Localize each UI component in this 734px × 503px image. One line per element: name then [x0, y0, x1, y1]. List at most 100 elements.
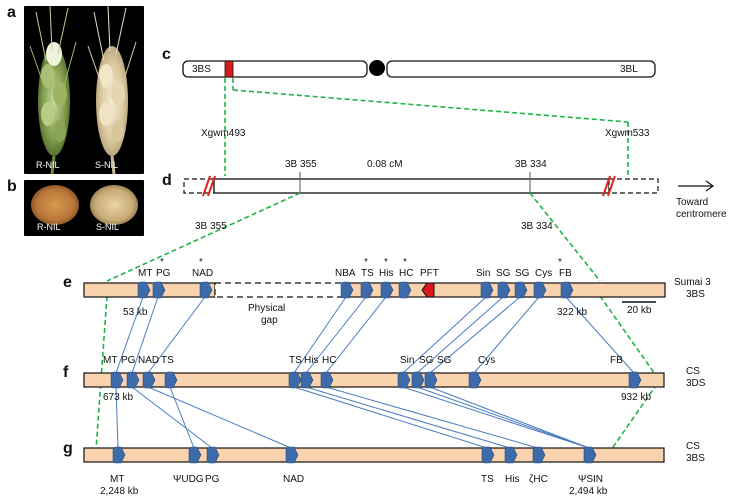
connectors-e-f [115, 296, 635, 374]
track-g-right-gene-label: ΨSIN [578, 474, 604, 485]
gene-g-pg-label: PG [205, 474, 220, 485]
genetic-map-right-extension [608, 178, 659, 194]
star-ts: * [364, 257, 368, 268]
gene-marker-f-sg1 [411, 371, 425, 389]
gene-marker-e-sg2 [514, 281, 528, 299]
centromere-arrow-head [705, 180, 715, 192]
star-pg: * [160, 257, 164, 268]
track-f-right-distance: 932 kb [621, 392, 652, 403]
track-e-left-distance: 53 kb [123, 307, 148, 318]
gene-f-sg1-label: SG [419, 355, 434, 366]
genes-g [112, 446, 597, 464]
gene-marker-g-hc [532, 446, 546, 464]
genetic-map-bar [213, 178, 610, 194]
gene-marker-e-his [380, 281, 394, 299]
gene-f-pg-label: PG [121, 355, 136, 366]
gene-marker-g-ts [481, 446, 495, 464]
gene-marker-f-ts1 [164, 371, 178, 389]
spike-left-label: R-NIL [36, 160, 60, 170]
gene-marker-f-his [300, 371, 314, 389]
gene-g-udg-label: ΨUDG [173, 474, 204, 485]
centromere [369, 60, 385, 76]
gene-marker-f-ts2 [288, 371, 302, 389]
track-g-right-distance: 2,494 kb [569, 486, 608, 497]
genetic-distance-label: 0.08 cM [367, 159, 403, 170]
panel-letter-a: a [7, 4, 16, 21]
zoom-line-d-left [106, 192, 301, 282]
track-e-gap [214, 282, 348, 298]
track-e-name-line2: 3BS [686, 289, 705, 300]
gene-e-fb-label: FB [559, 268, 572, 279]
gene-f-mt-label: MT [103, 355, 118, 366]
gene-e-sg2-label: SG [515, 268, 530, 279]
track-f-left-distance: 673 kb [103, 392, 134, 403]
gene-marker-e-nba [340, 281, 354, 299]
connectors-f-g [115, 386, 590, 449]
track-g [83, 447, 665, 463]
gene-g-ts-label: TS [481, 474, 494, 485]
gene-marker-e-pg [152, 281, 166, 299]
panel-letter-e: e [63, 274, 72, 291]
gene-marker-e-mt [137, 281, 151, 299]
track-g-left-distance: 2,248 kb [100, 486, 139, 497]
gene-marker-f-mt [110, 371, 124, 389]
physical-gap-label-line2: gap [261, 315, 278, 326]
track-f-name-line2: 3DS [686, 378, 706, 389]
gene-marker-e-sg1 [497, 281, 511, 299]
panel-letter-g: g [63, 440, 73, 457]
gene-f-nad-label: NAD [138, 355, 160, 366]
track-f-name-line1: CS [686, 366, 700, 377]
track-g-name-line1: CS [686, 441, 700, 452]
spike-right-label: S-NIL [95, 160, 119, 170]
pft-gene-marker [421, 282, 435, 298]
zoom-line-e-right-upper [599, 295, 658, 378]
gene-marker-g-his [504, 446, 518, 464]
break-mark-left [202, 175, 216, 197]
zoom-line-e-right-lower [610, 383, 658, 451]
gene-marker-f-sin [397, 371, 411, 389]
zoom-line-e-left [95, 295, 108, 451]
gene-marker-g-udg [188, 446, 202, 464]
chromosome-long-arm [386, 60, 656, 78]
gene-e-hc-label: HC [399, 268, 414, 279]
track-e-right-distance: 322 kb [557, 307, 588, 318]
star-fb: * [558, 257, 562, 268]
grain-illustration [31, 185, 138, 225]
zoom-label-right: 3B 334 [521, 221, 553, 232]
track-f [83, 372, 665, 388]
star-his: * [384, 257, 388, 268]
spike-illustration [29, 6, 137, 174]
gene-e-sg1-label: SG [496, 268, 511, 279]
track-g-left-gene-label: MT [110, 474, 125, 485]
gene-e-mt-label: MT [138, 268, 153, 279]
zoom-line-c-right-diagonal [232, 89, 629, 123]
panel-letter-b: b [7, 178, 17, 195]
gene-marker-e-sin [480, 281, 494, 299]
panel-letter-c: c [162, 46, 171, 63]
marker-xgwm493-label: Xgwm493 [201, 128, 246, 139]
zoom-label-left: 3B 355 [195, 221, 227, 232]
gene-f-sin-label: Sin [400, 355, 415, 366]
gene-marker-g-sin [583, 446, 597, 464]
gene-f-his-label: His [304, 355, 319, 366]
gene-e-nad-label: NAD [192, 268, 214, 279]
marker-xgwm533-label: Xgwm533 [605, 128, 650, 139]
genetic-marker-3b334-label: 3B 334 [515, 159, 547, 170]
gene-marker-e-nad [199, 281, 213, 299]
gene-f-ts2-label: TS [289, 355, 302, 366]
direction-label-line2: centromere [676, 209, 727, 220]
gene-marker-f-fb [628, 371, 642, 389]
scale-bar-label: 20 kb [627, 305, 652, 316]
gene-e-cys-label: Cys [535, 268, 553, 279]
gene-marker-f-nad [142, 371, 156, 389]
physical-gap-label-line1: Physical [248, 303, 286, 314]
gene-f-cys-label: Cys [478, 355, 496, 366]
grain-photo: R-NIL S-NIL [24, 180, 144, 236]
chromosome-long-arm-label: 3BL [620, 64, 638, 75]
gene-marker-f-sg2 [424, 371, 438, 389]
gene-g-nad-label: NAD [283, 474, 305, 485]
genes-f [110, 371, 642, 389]
gene-g-hc-label: ζHC [529, 474, 548, 485]
break-mark-right [602, 175, 616, 197]
